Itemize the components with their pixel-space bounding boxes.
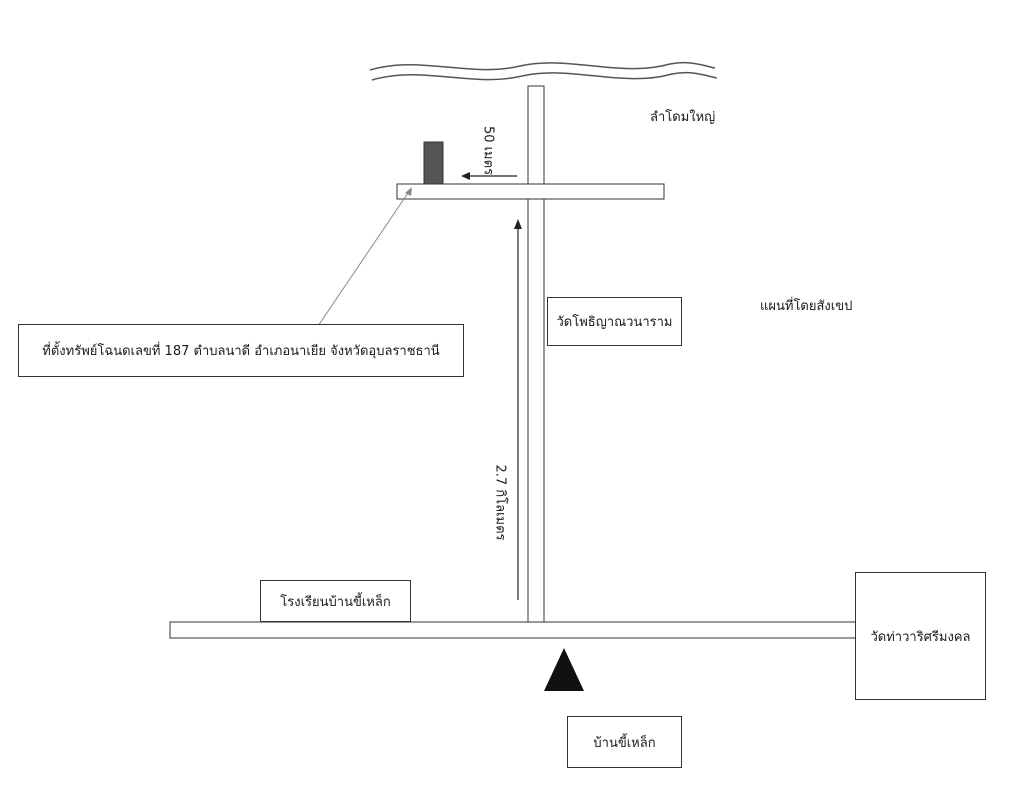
- property-building: [423, 141, 444, 185]
- map-label: แผนที่โดยสังเขป: [760, 299, 853, 314]
- temple-mid-label: วัดโพธิญาณวนาราม: [556, 315, 673, 330]
- village-triangle-marker: [544, 648, 584, 691]
- river-label: ลำโดมใหญ่: [650, 110, 716, 125]
- distance-short-label: 50 เมตร: [480, 125, 496, 176]
- pointer-head: [405, 187, 412, 196]
- vertical-road: [527, 85, 545, 623]
- river-line-bottom: [371, 71, 718, 81]
- property-label: ที่ตั้งทรัพย์โฉนดเลขที่ 187 ตำบลนาดี อำเ…: [42, 344, 440, 359]
- distance-long-label: 2.7 กิโลเมตร: [492, 464, 508, 541]
- river-line-top: [369, 61, 716, 71]
- arrow-50m-head: [461, 172, 470, 180]
- upper-road: [396, 183, 665, 200]
- arrow-2-7km-head: [514, 219, 522, 229]
- pointer-line: [317, 189, 411, 327]
- lower-road: [169, 621, 857, 639]
- temple-mid-box: วัดโพธิญาณวนาราม: [547, 297, 682, 346]
- school-box: โรงเรียนบ้านขี้เหล็ก: [260, 580, 411, 622]
- temple-right-box: วัดท่าวาริศรีมงคล: [855, 572, 986, 700]
- temple-right-label: วัดท่าวาริศรีมงคล: [870, 629, 971, 645]
- property-label-box: ที่ตั้งทรัพย์โฉนดเลขที่ 187 ตำบลนาดี อำเ…: [18, 324, 464, 377]
- village-label: บ้านขี้เหล็ก: [593, 735, 656, 751]
- village-box: บ้านขี้เหล็ก: [567, 716, 682, 768]
- school-label: โรงเรียนบ้านขี้เหล็ก: [280, 594, 391, 610]
